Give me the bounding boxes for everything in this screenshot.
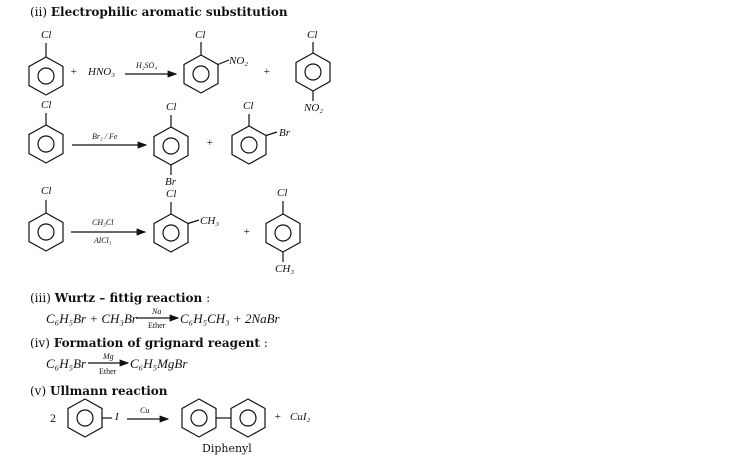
plus-sign: + <box>263 66 271 78</box>
benzene-ring <box>230 398 266 438</box>
methyl-chloride-reagent: CH₃Cl <box>92 218 114 227</box>
section-number: (iv) <box>30 336 50 350</box>
plus-sign: + <box>206 137 214 149</box>
benzene-ring <box>28 124 64 164</box>
section-number: (v) <box>30 384 47 398</box>
benzene-ring <box>28 212 64 252</box>
section-number: (ii) <box>30 5 48 19</box>
benzene-ring <box>67 398 103 438</box>
methyl-label: CH₃ <box>200 215 220 227</box>
wurtz-products: C₆H₅CH₃ + 2NaBr <box>180 311 280 326</box>
copper-iodide-byproduct: CuI₂ <box>290 411 311 423</box>
chloro-label: Cl <box>41 185 52 197</box>
aluminium-chloride-catalyst: AlCl₃ <box>94 236 112 245</box>
chloro-label: Cl <box>243 100 254 112</box>
benzene-ring <box>28 56 64 96</box>
benzene-ring <box>153 126 189 166</box>
heading-ullmann: (v) Ullmann reaction <box>30 385 168 397</box>
chloro-label: Cl <box>41 29 52 41</box>
copper-reagent: Cu <box>140 406 150 415</box>
benzene-ring <box>183 54 219 94</box>
bromo-label: Br <box>279 127 290 139</box>
grignard-reactant: C₆H₅Br <box>46 356 87 371</box>
diphenyl-caption: Diphenyl <box>202 442 252 455</box>
chloro-label: Cl <box>307 29 318 41</box>
benzene-ring <box>265 213 301 253</box>
section-title: Ullmann reaction <box>49 384 168 398</box>
nitric-acid-reagent: HNO₃ <box>88 66 116 78</box>
methyl-label: CH₃ <box>275 263 295 275</box>
heading-electrophilic-substitution: (ii) Electrophilic aromatic substitution <box>30 6 288 18</box>
section-title: Formation of grignard reagent <box>53 336 260 350</box>
section-number: (iii) <box>30 291 51 305</box>
magnesium-reagent: Mg <box>103 352 114 361</box>
iodo-label: I <box>115 411 119 423</box>
bromine-iron-reagent: Br₂ / Fe <box>92 132 118 141</box>
bromo-label: Br <box>165 176 176 188</box>
plus-sign: + <box>70 66 78 78</box>
chloro-label: Cl <box>166 188 177 200</box>
chloro-label: Cl <box>277 187 288 199</box>
section-title: Wurtz – fittig reaction <box>54 291 203 305</box>
heading-grignard: (iv) Formation of grignard reagent : <box>30 337 268 349</box>
benzene-ring <box>181 398 217 438</box>
plus-sign: + <box>274 411 282 423</box>
benzene-ring <box>153 213 189 253</box>
plus-sign: + <box>243 226 251 238</box>
section-title: Electrophilic aromatic substitution <box>50 5 288 19</box>
colon: : <box>263 336 268 350</box>
ether-solvent: Ether <box>99 367 117 376</box>
benzene-ring <box>295 52 331 92</box>
grignard-product: C₆H₅MgBr <box>130 356 188 371</box>
ether-solvent: Ether <box>148 321 166 330</box>
stoichiometric-coefficient: 2 <box>50 411 56 425</box>
sodium-reagent: Na <box>152 307 162 316</box>
chloro-label: Cl <box>195 29 206 41</box>
colon: : <box>206 291 211 305</box>
nitro-label: NO₂ <box>304 102 324 114</box>
chloro-label: Cl <box>41 99 52 111</box>
nitro-label: NO₂ <box>229 55 249 67</box>
sulfuric-acid-catalyst: H₂SO₄ <box>136 61 158 70</box>
heading-wurtz-fittig: (iii) Wurtz – fittig reaction : <box>30 292 210 304</box>
wurtz-reactants: C₆H₅Br + CH₃Br <box>46 311 137 326</box>
chloro-label: Cl <box>166 101 177 113</box>
benzene-ring <box>231 125 267 165</box>
